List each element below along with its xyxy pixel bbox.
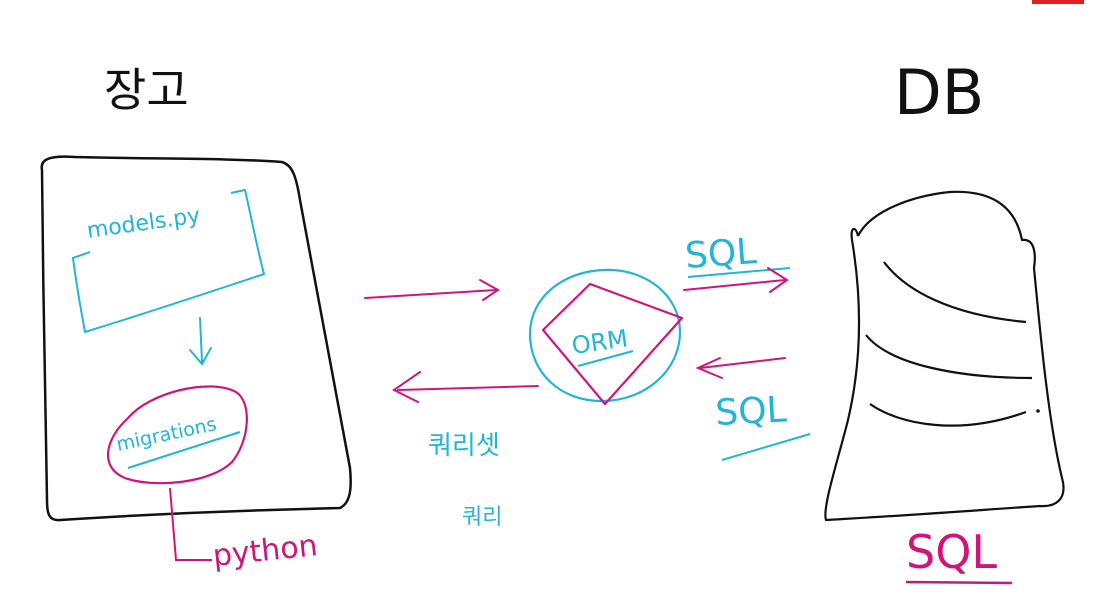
models-label: models.py [85,203,201,244]
sql-incoming-arrow [695,357,786,379]
db-layer-line-1 [883,261,1027,324]
recording-indicator [1032,0,1084,4]
queryset-label: 쿼리셋 [428,431,500,461]
python-connector [169,487,212,561]
python-label: python [211,528,319,574]
sql-outgoing-label: SQL [684,231,758,277]
sql-db-underline [905,580,1013,585]
down-arrow [189,317,212,366]
response-arrow [392,371,539,403]
sql-incoming-label: SQL [714,389,787,434]
django-title: 장고 [104,63,189,117]
db-layer-line-3 [869,403,1027,427]
db-cylinder-outline [824,190,1065,522]
models-box [72,189,265,333]
sql-db-label: SQL [906,525,997,579]
sql-outgoing-underline [687,267,791,278]
request-arrow [364,279,500,301]
orm-underline [577,350,634,367]
db-title: DB [894,56,984,129]
migrations-underline [127,431,241,469]
db-dot [1036,409,1040,413]
orm-circle [528,268,682,403]
orm-diamond [541,282,684,406]
query-label: 쿼리 [462,505,502,530]
django-container-box [40,155,352,522]
db-layer-line-2 [865,334,1033,380]
sql-incoming-underline [721,433,811,461]
migrations-circle [107,385,248,485]
sql-outgoing-arrow [683,267,789,293]
migrations-label: migrations [114,413,218,456]
